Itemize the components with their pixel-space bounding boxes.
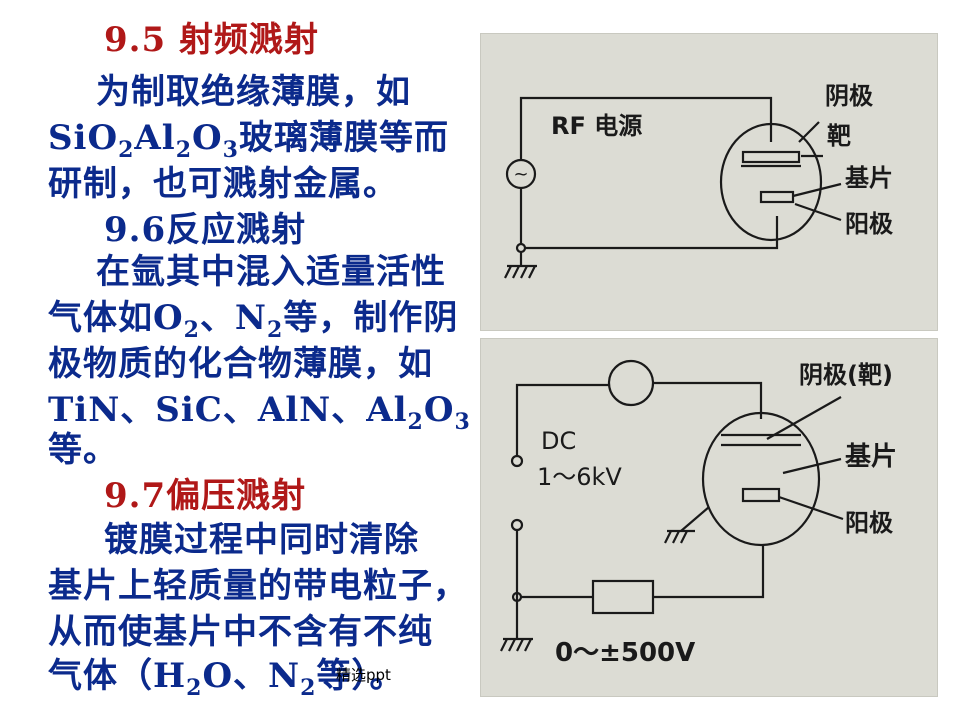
para-line: 等。 bbox=[48, 430, 118, 470]
rf-sputtering-figure: ~ RF 电源 阴极 靶 基片 阳极 bbox=[480, 33, 938, 331]
bias-circuit-diagram: DC 1～6kV 阴极(靶) 基片 阳极 0～±500V bbox=[500, 359, 897, 668]
para-line: 极物质的化合物薄膜，如 bbox=[48, 344, 433, 384]
anode-label: 阳极 bbox=[845, 210, 893, 238]
heading-9-7: 9.7偏压溅射 bbox=[104, 476, 307, 516]
text-column: 9.5 射频溅射 为制取绝缘薄膜，如 SiO2Al2O3玻璃薄膜等而 研制，也可… bbox=[48, 20, 471, 701]
substrate-label: 基片 bbox=[845, 164, 893, 192]
para-line: 在氩其中混入适量活性 bbox=[96, 252, 446, 292]
para-line-formula: 气体（H2O、N2等）。 bbox=[48, 656, 405, 701]
rf-circuit-diagram: ~ RF 电源 阴极 靶 基片 阳极 bbox=[504, 82, 893, 279]
cathode-target-label: 阴极(靶) bbox=[799, 361, 893, 389]
para-line: 镀膜过程中同时清除 bbox=[104, 520, 419, 560]
target-label: 靶 bbox=[827, 122, 851, 150]
substrate-label: 基片 bbox=[845, 442, 897, 472]
para-line: 从而使基片中不含有不纯 bbox=[48, 612, 433, 652]
para-line: 为制取绝缘薄膜，如 bbox=[96, 72, 411, 112]
voltage-label: 1～6kV bbox=[537, 463, 622, 491]
rf-source-label: RF 电源 bbox=[551, 112, 642, 140]
dc-label: DC bbox=[541, 427, 576, 455]
para-line-formula: SiO2Al2O3玻璃薄膜等而 bbox=[48, 118, 449, 163]
heading-9-6: 9.6反应溅射 bbox=[104, 210, 307, 250]
heading-9-5: 9.5 射频溅射 bbox=[104, 20, 319, 60]
bias-voltage-label: 0～±500V bbox=[555, 638, 695, 668]
cathode-label: 阴极 bbox=[825, 82, 873, 110]
para-line-formula: TiN、SiC、AlN、Al2O3 bbox=[48, 390, 471, 435]
anode-label: 阳极 bbox=[845, 509, 893, 537]
para-line: 研制，也可溅射金属。 bbox=[48, 164, 398, 204]
footer-label: 精选ppt bbox=[336, 666, 391, 684]
rf-source-icon: ~ bbox=[513, 164, 528, 185]
para-line-formula: 气体如O2、N2等，制作阴 bbox=[48, 298, 459, 343]
para-line: 基片上轻质量的带电粒子， bbox=[48, 566, 468, 606]
bias-sputtering-figure: DC 1～6kV 阴极(靶) 基片 阳极 0～±500V bbox=[480, 338, 938, 697]
